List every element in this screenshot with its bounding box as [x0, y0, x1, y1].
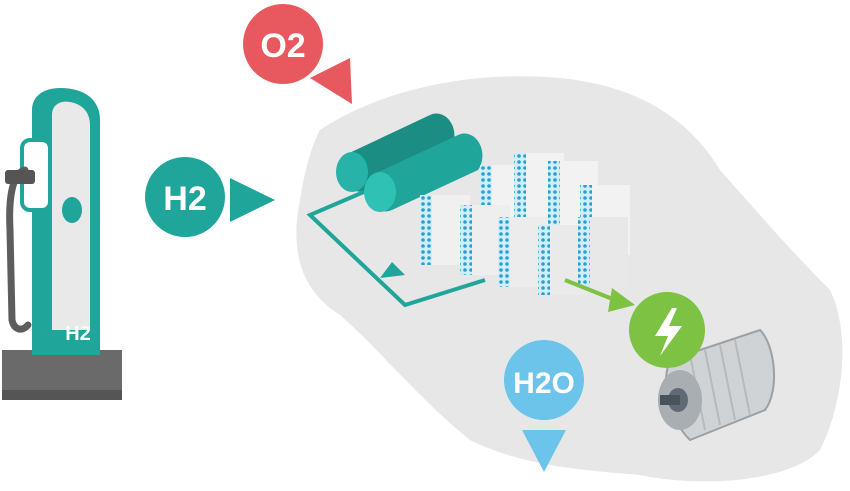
oxygen-label: O2 — [260, 27, 305, 65]
water-output: H2O — [504, 340, 584, 472]
hydrogen-tank-icon — [336, 113, 483, 212]
hydrogen-pump-icon: H2 — [2, 88, 122, 400]
fuel-cell-stack-icon — [420, 153, 630, 295]
hydrogen-label: H2 — [163, 180, 206, 218]
hydrogen-piping — [306, 183, 486, 308]
oxygen-input: O2 — [243, 4, 352, 104]
pump-label: H2 — [65, 323, 91, 345]
power-output — [629, 292, 705, 368]
power-flow-arrow — [564, 278, 635, 312]
lightning-bolt-icon — [655, 308, 682, 356]
hydrogen-input: H2 — [145, 157, 275, 237]
water-label: H2O — [513, 367, 575, 400]
